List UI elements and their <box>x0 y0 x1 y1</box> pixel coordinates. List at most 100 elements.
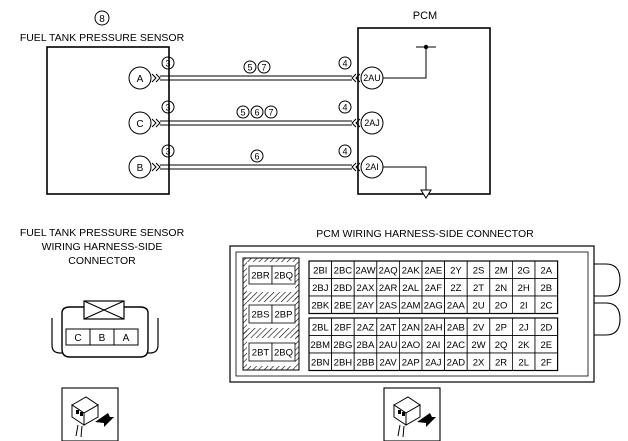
pcm-pin-2au: 2AU <box>360 66 384 90</box>
svg-text:5: 5 <box>240 108 245 118</box>
sensor-pin-a: A <box>128 66 152 90</box>
pcm-connector-pin-label: 2L <box>518 357 529 368</box>
pcm-connector-pin: 2U <box>466 295 491 314</box>
pcm-connector-pin: 2BL <box>308 317 333 336</box>
pcm-connector-pin: 2B <box>534 278 559 297</box>
pcm-connector-pin: 2L <box>512 352 536 371</box>
pcm-connector-pin: 2AO <box>398 335 423 354</box>
svg-text:B: B <box>137 163 144 174</box>
pcm-connector-pin-label: 2J <box>519 322 529 333</box>
pcm-connector-pin: 2AX <box>353 278 378 297</box>
pcm-connector-pin-label: 2AR <box>379 283 398 294</box>
pcm-connector-pin-label: 2BF <box>334 322 352 333</box>
pcm-connector-pin: 2AB <box>444 317 468 336</box>
pcm-connector-pin: 2AE <box>421 260 446 279</box>
pcm-connector-pin: 2AM <box>398 295 423 314</box>
pcm-connector-pin-label: 2AD <box>447 357 466 368</box>
pcm-connector-pin-label: 2BR <box>251 271 270 282</box>
pcm-connector-pin: 2AC <box>444 335 468 354</box>
pcm-connector-pin: 2N <box>489 278 513 297</box>
pcm-connector-pin: 2F <box>534 352 559 371</box>
pcm-connector-pin-label: 2AP <box>402 357 420 368</box>
pcm-connector-pin-label: 2R <box>495 357 507 368</box>
pcm-connector-pin-group <box>308 260 559 315</box>
svg-text:4: 4 <box>342 103 347 113</box>
pcm-connector-pin: 2BQ <box>271 265 296 285</box>
svg-text:6: 6 <box>254 152 259 162</box>
pcm-connector-pin: 2BK <box>308 295 333 314</box>
pcm-connector-pin: 2AV <box>376 352 400 371</box>
wire-ref-right-3: 4 <box>338 144 352 158</box>
pcm-connector-pin: 2AA <box>444 295 468 314</box>
pcm-connector-pin: 2BA <box>353 335 378 354</box>
pcm-connector-pin-label: 2Z <box>450 283 461 294</box>
pcm-connector-pin-label: 2W <box>471 340 485 351</box>
pcm-connector-pin-label: 2AH <box>424 322 443 333</box>
wire-c-2aj <box>151 118 361 128</box>
pcm-connector-pin: 2V <box>466 317 491 336</box>
wire-ref-mid-2b: 6 <box>250 105 264 119</box>
wire-b-2ai <box>151 162 361 172</box>
pcm-connector-pin: 2BD <box>331 278 355 297</box>
svg-text:7: 7 <box>268 108 273 118</box>
pcm-connector-pin: 2BF <box>331 317 355 336</box>
pcm-connector-pin-label: 2N <box>495 283 507 294</box>
pcm-connector-pin: 2H <box>512 278 536 297</box>
pcm-connector-pin-label: 2AZ <box>357 322 375 333</box>
pcm-connector-pin-label: 2AI <box>426 340 440 351</box>
pcm-connector-pin: 2D <box>534 317 559 336</box>
svg-text:2AJ: 2AJ <box>364 118 380 128</box>
pcm-connector-pin-label: 2AF <box>425 283 443 294</box>
pcm-connector-pin-label: 2H <box>518 283 530 294</box>
pcm-connector-pin-label: 2T <box>473 283 484 294</box>
pcm-connector-pin: 2BH <box>331 352 355 371</box>
pcm-connector-pin-label: 2C <box>540 300 552 311</box>
pcm-connector-pin: 2AI <box>421 335 446 354</box>
pcm-connector-pin-label: 2AE <box>424 265 442 276</box>
pcm-connector-pin-label: 2AC <box>447 340 466 351</box>
pcm-connector-pin-label: 2AL <box>402 283 419 294</box>
pcm-connector-pin: 2AW <box>353 260 378 279</box>
pcm-connector-pin: 2BB <box>353 352 378 371</box>
pcm-connector-pin: 2BC <box>331 260 355 279</box>
svg-text:4: 4 <box>342 59 347 69</box>
sensor-title: FUEL TANK PRESSURE SENSOR <box>20 32 185 44</box>
wire-ref-left-1: 3 <box>161 56 175 70</box>
pcm-connector-pin: 2AD <box>444 352 468 371</box>
wire-ref-mid-3a: 6 <box>250 149 264 163</box>
wire-ref-mid-1a: 5 <box>243 60 257 74</box>
sensor-connector <box>51 300 159 358</box>
pcm-connector-pin: 2AT <box>376 317 400 336</box>
svg-text:3: 3 <box>165 59 170 69</box>
pcm-connector-pin: 2K <box>512 335 536 354</box>
sensor-connector-title-1: FUEL TANK PRESSURE SENSOR <box>20 227 185 239</box>
pcm-connector-pin-label: 2AQ <box>379 265 398 276</box>
pcm-connector-pin-label: 2AS <box>379 300 397 311</box>
svg-text:A: A <box>137 74 144 85</box>
pcm-connector-pin: 2AF <box>421 278 446 297</box>
pcm-pin-2aj: 2AJ <box>360 111 384 135</box>
pcm-pin-2ai: 2AI <box>360 155 384 179</box>
sensor-ref: 8 <box>99 14 105 25</box>
pcm-connector-pin-label: 2B <box>540 283 552 294</box>
wire-ref-left-3: 3 <box>161 144 175 158</box>
pcm-connector-pin-label: 2I <box>520 300 528 311</box>
pcm-connector-pin-label: 2BJ <box>312 283 329 294</box>
pcm-connector-pin-label: 2V <box>473 322 485 333</box>
pcm-connector-pin: 2G <box>512 260 536 279</box>
pcm-internal-line-2au <box>383 47 427 79</box>
pcm-connector-pin-label: 2AU <box>379 340 398 351</box>
pcm-connector-pin: 2BG <box>331 335 355 354</box>
svg-text:6: 6 <box>254 108 259 118</box>
pcm-connector-pin: 2I <box>512 295 536 314</box>
pcm-connector-pin-label: 2U <box>472 300 484 311</box>
pcm-connector-pin: 2AJ <box>421 352 446 371</box>
sensor-connector-title-2: WIRING HARNESS-SIDE <box>42 241 163 253</box>
pcm-connector-pin-label: 2Q <box>495 340 508 351</box>
pcm-connector-pin: 2T <box>466 278 491 297</box>
wire-ref-right-2: 4 <box>338 100 352 114</box>
wire-ref-right-1: 4 <box>338 56 352 70</box>
pcm-connector-pin-label: 2E <box>540 340 552 351</box>
pcm-connector-pin-label: 2M <box>494 265 507 276</box>
